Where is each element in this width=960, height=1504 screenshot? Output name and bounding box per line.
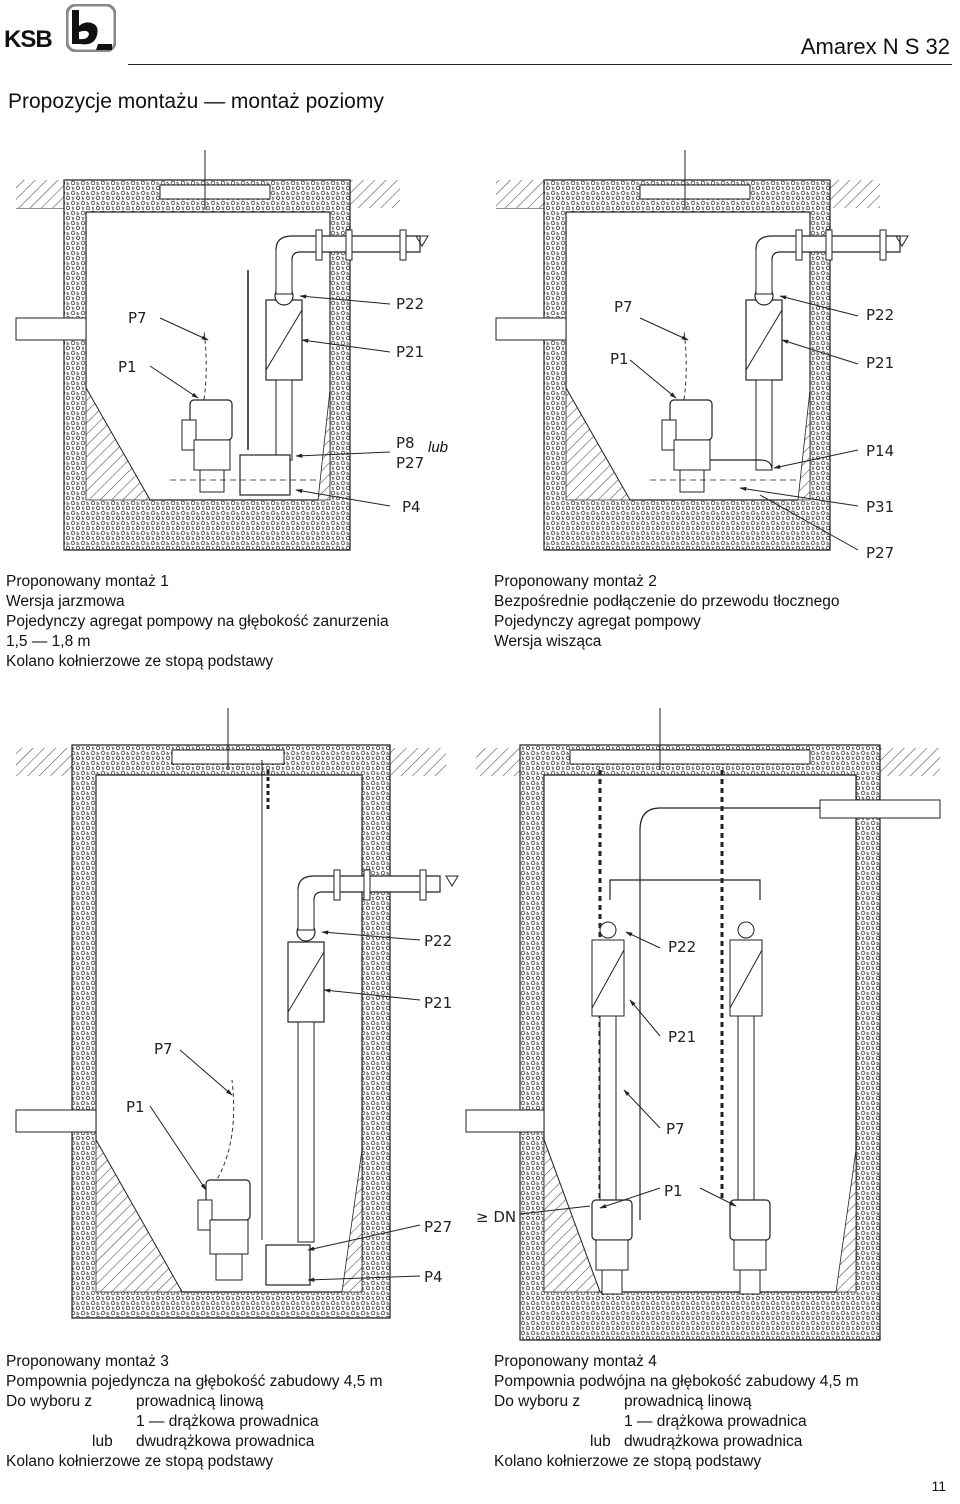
label-p1: P1 bbox=[610, 350, 629, 368]
label-p1: P1 bbox=[126, 1098, 145, 1116]
label-lub: lub bbox=[428, 439, 448, 456]
ksb-b-mark-icon bbox=[66, 4, 116, 52]
caption-choice: prowadnicą linową bbox=[136, 1393, 264, 1410]
soil-left bbox=[16, 180, 64, 208]
caption-line: Kolano kołnierzowe ze stopą podstawy bbox=[6, 653, 274, 670]
label-p14: P14 bbox=[866, 442, 894, 460]
document-title: Amarex N S 32 bbox=[800, 34, 950, 59]
label-p22: P22 bbox=[396, 295, 424, 313]
label-p7: P7 bbox=[666, 1120, 685, 1138]
header-rule bbox=[128, 64, 952, 65]
caption-line: Pompownia pojedyncza na głębokość zabudo… bbox=[6, 1373, 383, 1390]
pump-unit bbox=[591, 1199, 633, 1295]
gate-valve-icon bbox=[599, 921, 617, 939]
figure-4-caption: Proponowany montaż 4 Pompownia podwójna … bbox=[494, 1352, 858, 1472]
caption-line: Pojedynczy agregat pompowy bbox=[494, 613, 701, 630]
label-p1: P1 bbox=[664, 1182, 683, 1200]
ksb-logo: KSB bbox=[4, 4, 120, 53]
caption-line: Kolano kołnierzowe ze stopą podstawy bbox=[6, 1453, 274, 1470]
label-p21: P21 bbox=[668, 1028, 696, 1046]
section-title: Propozycje montażu — montaż poziomy bbox=[8, 90, 384, 113]
inlet-pipe bbox=[15, 317, 87, 341]
figure-1-drawing: P7 P1 P22 P21 P8 lub P27 P4 bbox=[15, 150, 448, 551]
caption-choice-prefix: Do wyboru z bbox=[6, 1393, 93, 1410]
label-p27: P27 bbox=[424, 1218, 452, 1236]
label-dn: ≥ DN bbox=[476, 1208, 516, 1226]
label-p7: P7 bbox=[154, 1040, 173, 1058]
figure-4-drawing: P22 P21 P7 P1 ≥ DN bbox=[465, 708, 941, 1341]
figure-1-caption: Proponowany montaż 1 Wersja jarzmowa Poj… bbox=[6, 572, 389, 672]
label-p7: P7 bbox=[128, 309, 147, 327]
caption-line: Kolano kołnierzowe ze stopą podstawy bbox=[494, 1453, 762, 1470]
caption-choice: dwudrążkowa prowadnica bbox=[624, 1433, 803, 1450]
caption-line: Wersja jarzmowa bbox=[6, 593, 125, 610]
caption-choice: 1 — drążkowa prowadnica bbox=[624, 1413, 807, 1430]
caption-choice: prowadnicą linową bbox=[624, 1393, 752, 1410]
caption-line: Pompownia podwójna na głębokość zabudowy… bbox=[494, 1373, 859, 1390]
label-p21: P21 bbox=[424, 994, 452, 1012]
label-p4: P4 bbox=[402, 498, 421, 516]
figure-2-drawing: P7 P1 P22 P21 P14 P31 P27 bbox=[495, 150, 909, 562]
gate-valve-icon bbox=[737, 921, 755, 939]
label-p27: P27 bbox=[396, 454, 424, 472]
caption-line: Proponowany montaż 1 bbox=[6, 573, 169, 590]
label-p22: P22 bbox=[424, 932, 452, 950]
pump-unit bbox=[729, 1199, 771, 1295]
shaft-cover bbox=[159, 184, 271, 200]
pump-unit bbox=[197, 1179, 251, 1281]
label-p21: P21 bbox=[396, 343, 424, 361]
caption-line: Proponowany montaż 2 bbox=[494, 573, 657, 590]
label-p22: P22 bbox=[668, 938, 696, 956]
figure-3-caption: Proponowany montaż 3 Pompownia pojedyncz… bbox=[6, 1352, 383, 1472]
soil-right bbox=[350, 180, 400, 208]
label-p31: P31 bbox=[866, 498, 894, 516]
caption-line: Bezpośrednie podłączenie do przewodu tło… bbox=[494, 593, 840, 610]
caption-line: 1,5 — 1,8 m bbox=[6, 633, 91, 650]
caption-line: Pojedynczy agregat pompowy na głębokość … bbox=[6, 613, 389, 630]
label-p4: P4 bbox=[424, 1268, 443, 1286]
caption-or: lub bbox=[92, 1433, 113, 1450]
caption-or: lub bbox=[590, 1433, 611, 1450]
label-p1: P1 bbox=[118, 358, 137, 376]
label-p27: P27 bbox=[866, 544, 894, 562]
caption-line: Proponowany montaż 3 bbox=[6, 1353, 169, 1370]
label-p22: P22 bbox=[866, 306, 894, 324]
label-p7: P7 bbox=[614, 298, 633, 316]
brand-text: KSB bbox=[4, 26, 53, 53]
label-p8: P8 bbox=[396, 434, 415, 452]
figure-3-drawing: P22 P21 P7 P1 P27 P4 bbox=[15, 708, 459, 1319]
duckfoot-bend bbox=[239, 454, 291, 496]
page-number: 11 bbox=[931, 1478, 946, 1494]
caption-choice: 1 — drążkowa prowadnica bbox=[136, 1413, 319, 1430]
pump-unit bbox=[181, 399, 233, 493]
figure-2-caption: Proponowany montaż 2 Bezpośrednie podłąc… bbox=[494, 572, 840, 652]
caption-line: Proponowany montaż 4 bbox=[494, 1353, 657, 1370]
caption-choice-prefix: Do wyboru z bbox=[494, 1393, 581, 1410]
label-p21: P21 bbox=[866, 354, 894, 372]
caption-choice: dwudrążkowa prowadnica bbox=[136, 1433, 315, 1450]
caption-line: Wersja wisząca bbox=[494, 633, 602, 650]
pump-unit bbox=[661, 399, 713, 493]
